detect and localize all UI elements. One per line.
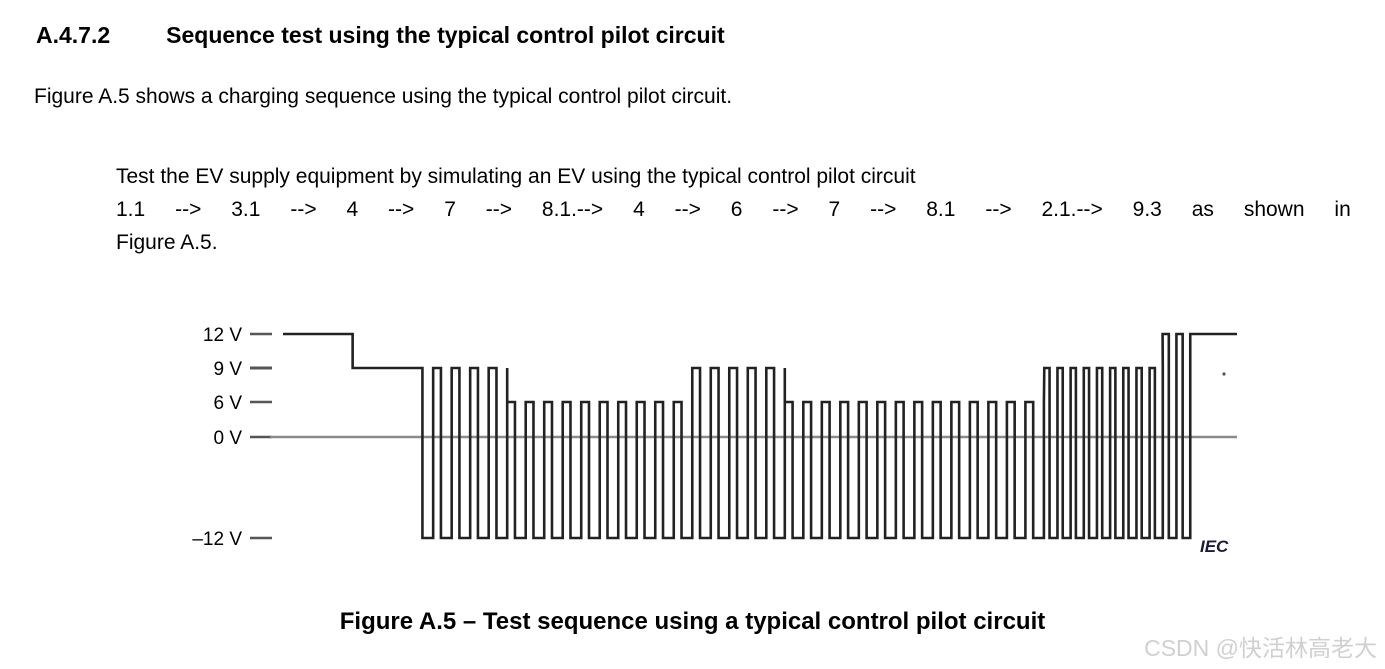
sequence-token: 7 xyxy=(444,198,456,221)
sequence-token: --> xyxy=(985,198,1012,221)
y-axis-labels-and-ticks: 12 V 9 V 6 V 0 V –12 V xyxy=(192,325,272,550)
clause-heading: A.4.7.2 Sequence test using the typical … xyxy=(36,22,725,49)
sequence-token: 1.1 xyxy=(116,198,146,221)
sequence-token: 6 xyxy=(730,198,743,221)
clause-number: A.4.7.2 xyxy=(36,22,111,48)
sequence-token: 4 xyxy=(633,198,645,221)
sequence-token: --> xyxy=(175,198,202,221)
sequence-token: 2.1.--> xyxy=(1041,198,1103,221)
y-axis-label-1: 9 V xyxy=(213,359,242,380)
sequence-token: --> xyxy=(870,198,897,221)
y-axis-label-0: 12 V xyxy=(203,325,242,346)
sequence-token: in xyxy=(1334,198,1351,221)
sequence-token: 4 xyxy=(346,198,359,221)
intro-paragraph: Figure A.5 shows a charging sequence usi… xyxy=(34,85,733,108)
sequence-token: 8.1 xyxy=(926,198,956,221)
control-pilot-waveform-plot: 12 V 9 V 6 V 0 V –12 V IEC xyxy=(192,325,1237,556)
sequence-token: --> xyxy=(485,198,513,221)
sequence-token: as xyxy=(1191,198,1214,221)
sequence-token: --> xyxy=(290,198,317,221)
body-line-1: Test the EV supply equipment by simulati… xyxy=(116,165,916,188)
sequence-token: --> xyxy=(772,198,799,221)
waveform-trace xyxy=(283,332,1237,540)
figure-caption: Figure A.5 – Test sequence using a typic… xyxy=(339,608,1046,635)
sequence-token: 8.1.--> xyxy=(541,198,604,221)
sequence-token: 9.3 xyxy=(1132,198,1162,221)
y-axis-label-4: –12 V xyxy=(192,529,242,550)
sequence-token: 7 xyxy=(828,198,841,221)
iec-mark: IEC xyxy=(1200,537,1229,556)
sequence-token: --> xyxy=(674,198,701,221)
watermark: CSDN @快活林高老大 xyxy=(1144,635,1377,661)
stray-dot-mark xyxy=(1222,372,1226,376)
figure-a5: 12 V 9 V 6 V 0 V –12 V IEC xyxy=(0,300,1385,570)
sequence-token: 3.1 xyxy=(231,198,261,221)
clause-title: Sequence test using the typical control … xyxy=(166,22,725,48)
sequence-token: shown xyxy=(1243,198,1305,221)
body-line-2-sequence: 1.1 --> 3.1 --> 4 --> 7 --> 8.1.--> 4 --> 6 --> 7 --> 8… xyxy=(116,193,1351,226)
y-axis-label-2: 6 V xyxy=(213,393,242,414)
body-line-3: Figure A.5. xyxy=(116,231,218,254)
sequence-token: --> xyxy=(388,198,415,221)
body-block: Test the EV supply equipment by simulati… xyxy=(116,160,1351,259)
y-axis-label-3: 0 V xyxy=(213,428,242,449)
